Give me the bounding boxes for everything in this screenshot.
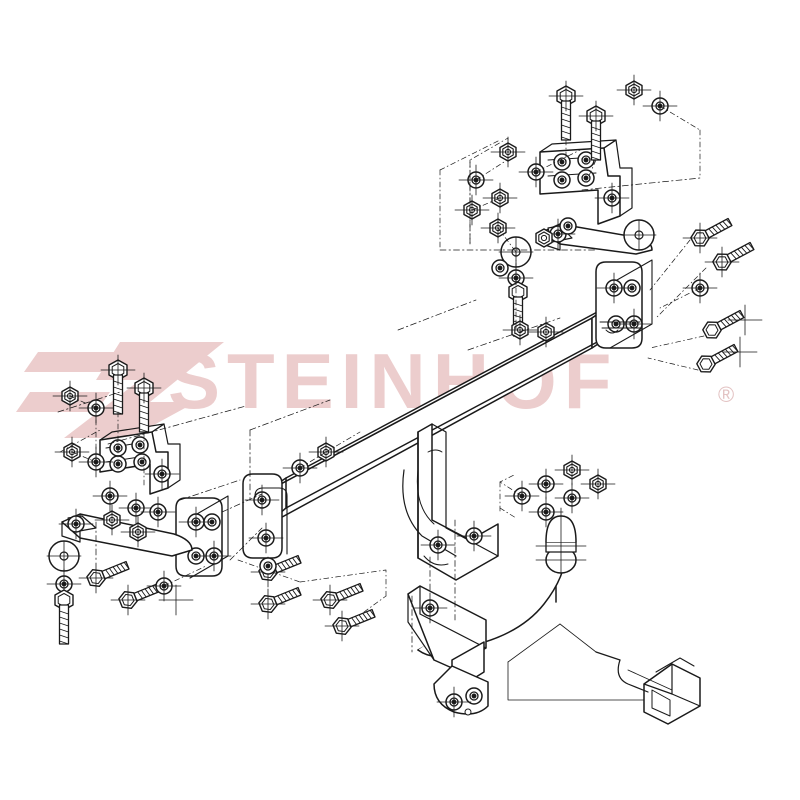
left-support-arm (46, 508, 193, 645)
detail-tick-marks (427, 329, 619, 453)
left-mounting-plate (242, 473, 288, 559)
fastener-group-right-bolts (647, 213, 763, 377)
right-mounting-plate (595, 259, 653, 349)
socket-leader (507, 623, 645, 701)
right-chassis-bracket (539, 139, 633, 225)
assembly-axes (57, 159, 701, 653)
left-chassis-bracket (99, 423, 181, 495)
fastener-group-top-bolts (548, 74, 701, 179)
fastener-group-diamond-cluster (499, 454, 616, 528)
fastener-group-beam-nuts (282, 217, 577, 484)
electric-socket-housing (595, 651, 701, 725)
ball-mount-foot (407, 585, 489, 718)
main-cross-beam (261, 301, 617, 529)
fastener-group-lower-bolts (78, 550, 387, 642)
fastener-group-left-ladder (439, 136, 581, 348)
tow-ball-mount-plate (402, 423, 499, 581)
left-beam-flange (175, 495, 232, 579)
